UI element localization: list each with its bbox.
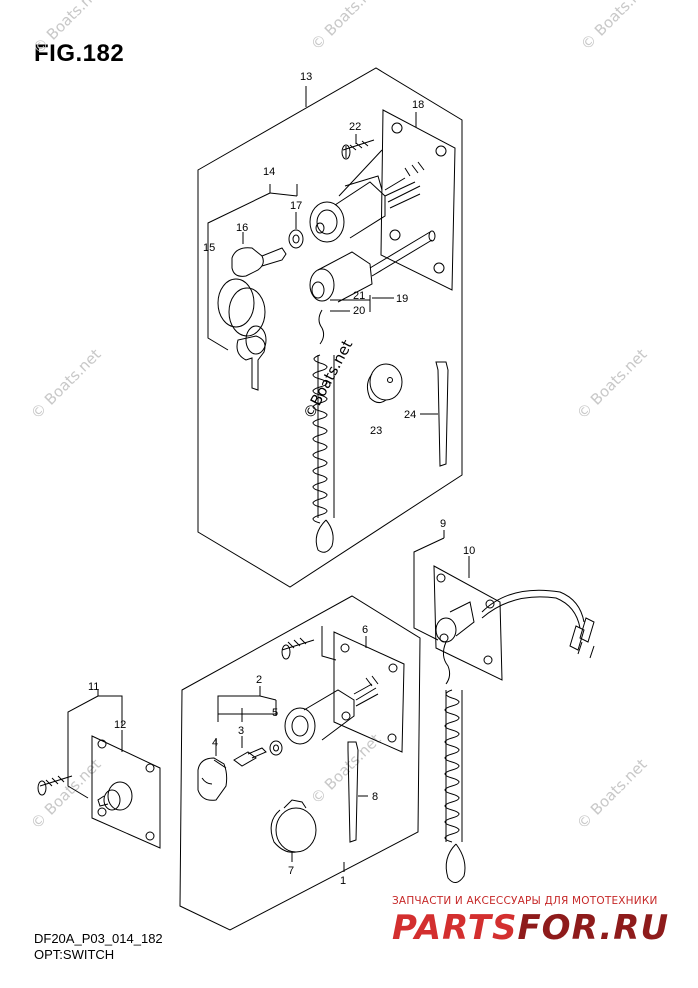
shop-logo-part2: FOR.RU	[517, 908, 670, 948]
washer-5	[269, 740, 283, 756]
knob-4	[197, 738, 228, 801]
callout-23: 23	[370, 425, 382, 437]
bracket-2	[217, 686, 277, 722]
assembly-1-frame	[179, 595, 421, 931]
callout-8: 8	[372, 791, 378, 803]
ignition-switch-upper	[309, 149, 425, 243]
callout-3: 3	[238, 725, 244, 737]
callout-12: 12	[114, 719, 126, 731]
stop-switch-19	[309, 230, 436, 312]
callout-18: 18	[412, 99, 424, 111]
key-set-14	[207, 184, 298, 391]
callout-10: 10	[463, 545, 475, 557]
callout-11: 11	[88, 681, 99, 693]
callout-6: 6	[362, 624, 368, 636]
lanyard-right	[442, 641, 466, 883]
callout-20: 20	[353, 305, 365, 317]
callout-7: 7	[288, 865, 294, 877]
assembly-9	[413, 530, 595, 681]
screw-left	[37, 775, 73, 796]
callout-9: 9	[440, 518, 446, 530]
callout-1: 1	[340, 875, 346, 887]
callout-22: 22	[349, 121, 361, 133]
callout-21: 21	[353, 290, 365, 302]
cable-tie-24	[420, 361, 449, 467]
shop-tagline: ЗАПЧАСТИ И АКСЕССУАРЫ ДЛЯ МОТОТЕХНИКИ	[392, 895, 658, 907]
screw-22	[341, 134, 375, 160]
figure-caption: OPT:SWITCH	[34, 947, 115, 962]
callout-16: 16	[236, 222, 248, 234]
callout-4: 4	[212, 737, 218, 749]
shop-logo-part1: PARTS	[392, 908, 518, 948]
screw-lower-panel	[281, 637, 315, 660]
callout-24: 24	[404, 409, 416, 421]
ignition-switch-lower	[284, 675, 379, 745]
callout-19: 19	[396, 293, 408, 305]
callout-numbers: 13 18 22 14 17 16 15 21 19 20 24 23 9 10…	[88, 71, 475, 887]
cap-7	[270, 799, 317, 862]
cable-tie-8	[347, 741, 368, 843]
assembly-11	[67, 690, 161, 849]
panel-18	[380, 109, 456, 291]
callout-15: 15	[203, 242, 215, 254]
washer-17	[288, 212, 304, 249]
figure-code: DF20A_P03_014_182	[34, 931, 163, 946]
callout-17: 17	[290, 200, 302, 212]
key-3	[233, 736, 267, 767]
cap-23	[366, 363, 403, 404]
callout-14: 14	[263, 166, 275, 178]
callout-2: 2	[256, 674, 262, 686]
lanyard-upper	[312, 309, 335, 553]
callout-13: 13	[300, 71, 312, 83]
watermark-center: ©Boats.net	[300, 337, 357, 422]
shop-logo: PARTSFOR.RU	[392, 908, 669, 948]
figure-title: FIG.182	[34, 40, 125, 67]
assembly-13-frame	[197, 67, 463, 588]
callout-5: 5	[272, 707, 278, 719]
